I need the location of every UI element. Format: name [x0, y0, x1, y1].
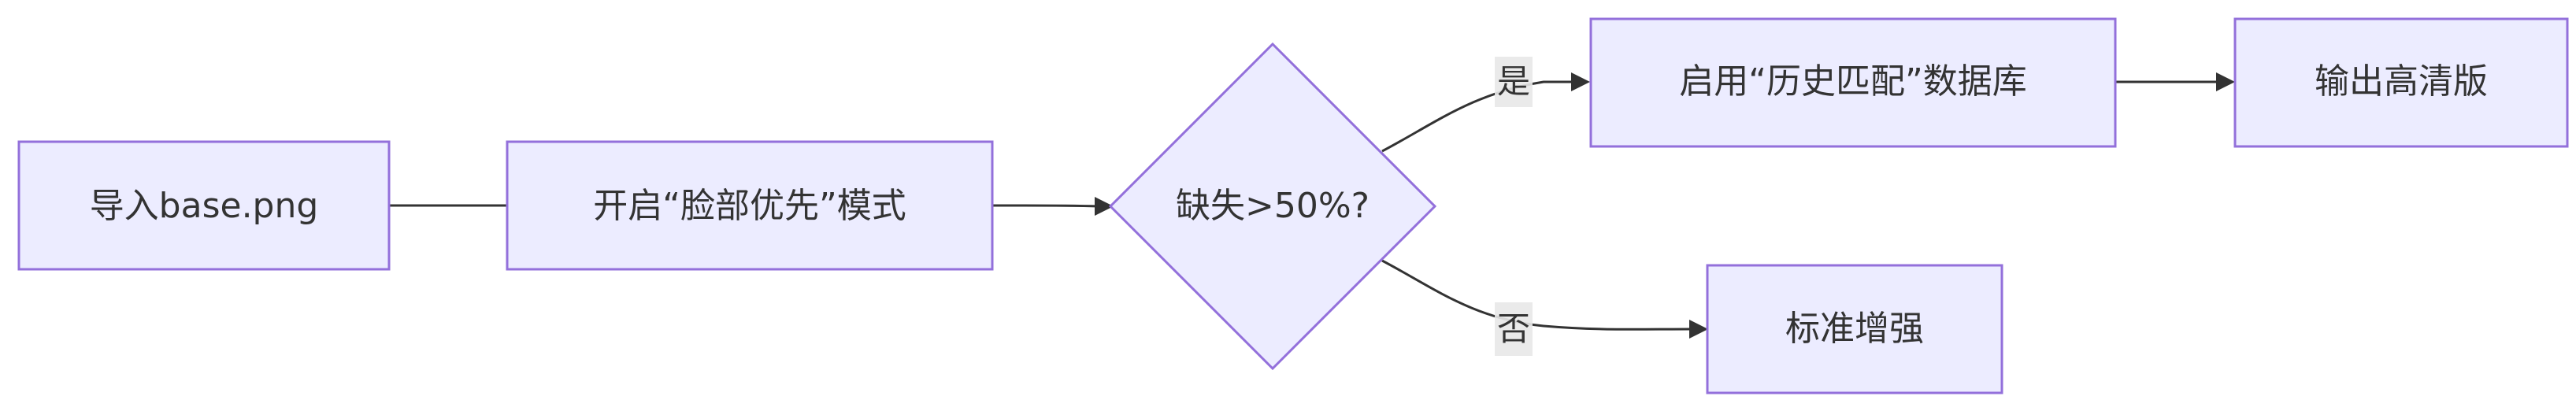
edge-label-yes-text: 是 — [1497, 62, 1530, 101]
edge-decision-to-history-db — [1381, 80, 1571, 153]
node-standard[interactable]: 标准增强 — [1706, 264, 2003, 394]
node-history-db[interactable]: 启用“历史匹配”数据库 — [1589, 17, 2117, 148]
edge-decision-to-standard — [1381, 259, 1690, 331]
node-output-hd-label: 输出高清版 — [2315, 61, 2488, 102]
node-import-label: 导入base.png — [90, 186, 319, 226]
arrowhead-decision-to-standard — [1689, 320, 1708, 339]
node-history-db-label: 启用“历史匹配”数据库 — [1679, 61, 2027, 102]
edge-label-yes: 是 — [1495, 57, 1533, 107]
arrowhead-decision-to-history-db — [1571, 72, 1590, 91]
node-standard-label: 标准增强 — [1785, 309, 1924, 349]
node-decision-label: 缺失>50%? — [1176, 186, 1370, 226]
edge-label-no-text: 否 — [1497, 309, 1530, 348]
edge-label-no: 否 — [1495, 302, 1533, 356]
node-face-priority[interactable]: 开启“脸部优先”模式 — [506, 140, 994, 271]
node-face-priority-label: 开启“脸部优先”模式 — [593, 186, 906, 226]
arrowhead-history-db-to-output — [2216, 72, 2235, 91]
arrowhead-face-priority-to-decision — [1095, 197, 1114, 216]
node-output-hd[interactable]: 输出高清版 — [2233, 17, 2569, 148]
node-decision[interactable]: 缺失>50%? — [1108, 42, 1437, 371]
node-import[interactable]: 导入base.png — [17, 140, 391, 271]
